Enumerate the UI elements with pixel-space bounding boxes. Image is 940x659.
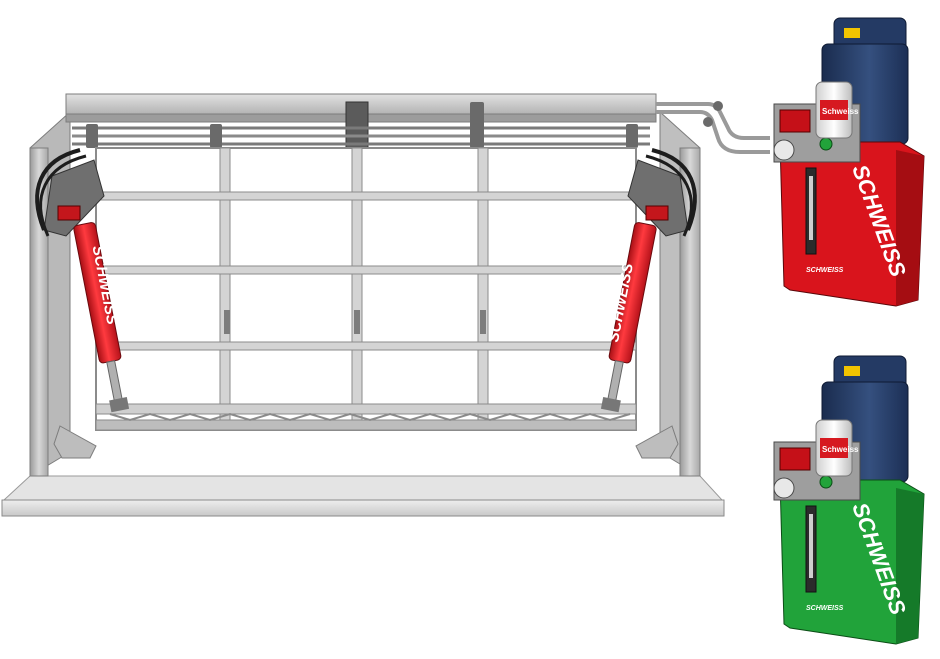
right-hinge-bracket	[627, 148, 697, 459]
left-hydraulic-cylinder: SCHWEISS	[73, 222, 130, 413]
hydraulic-hoses	[656, 101, 770, 154]
tank-small-tag: SCHWEISS	[806, 267, 844, 274]
tank-small-tag: SCHWEISS	[806, 605, 844, 612]
pump-filter: Schweiss	[815, 419, 859, 477]
pressure-gauge-icon	[773, 477, 795, 499]
filter-label: Schweiss	[822, 445, 859, 454]
door-assembly: SCHWEISS SCHWEISS	[1, 93, 770, 517]
pump-tank: SCHWEISS SCHWEISS	[779, 141, 925, 307]
pump-tank: SCHWEISS SCHWEISS	[779, 479, 925, 645]
door-frame	[95, 147, 637, 431]
left-hinge-bracket	[35, 148, 105, 459]
header-beam	[65, 93, 657, 149]
filter-label: Schweiss	[822, 107, 859, 116]
floor-slab	[1, 475, 725, 517]
pump-filter: Schweiss	[815, 81, 859, 139]
hydraulic-power-unit-green: SCHWEISS SCHWEISS Schweiss	[773, 355, 925, 645]
hydraulic-power-unit-red: SCHWEISS SCHWEISS Schweiss	[773, 17, 925, 307]
pressure-gauge-icon	[773, 139, 795, 161]
